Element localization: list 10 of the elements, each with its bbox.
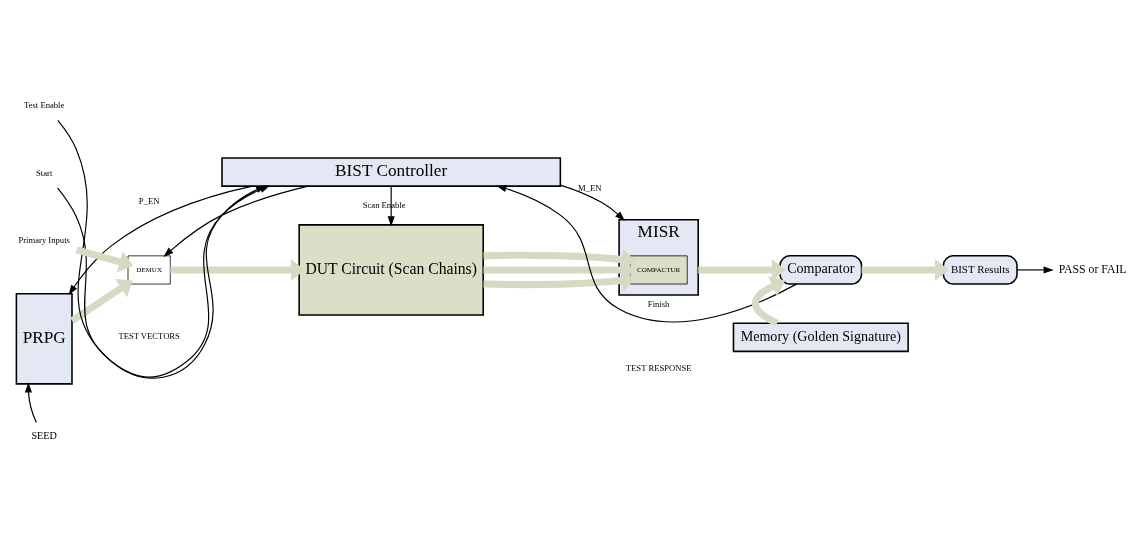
node-text: Test Enable bbox=[24, 99, 65, 110]
label: TEST RESPONSE bbox=[625, 362, 692, 373]
node-text: Primary Inputs bbox=[18, 234, 70, 245]
edge-label: P_EN bbox=[138, 195, 160, 206]
edge-label: M_EN bbox=[578, 182, 602, 193]
edge-label: Finish bbox=[647, 298, 670, 309]
node-text: SEED bbox=[31, 429, 57, 441]
node-text: Start bbox=[36, 167, 53, 178]
label: TEST VECTORS bbox=[118, 330, 180, 341]
node-text: PASS or FAIL bbox=[1058, 262, 1127, 276]
